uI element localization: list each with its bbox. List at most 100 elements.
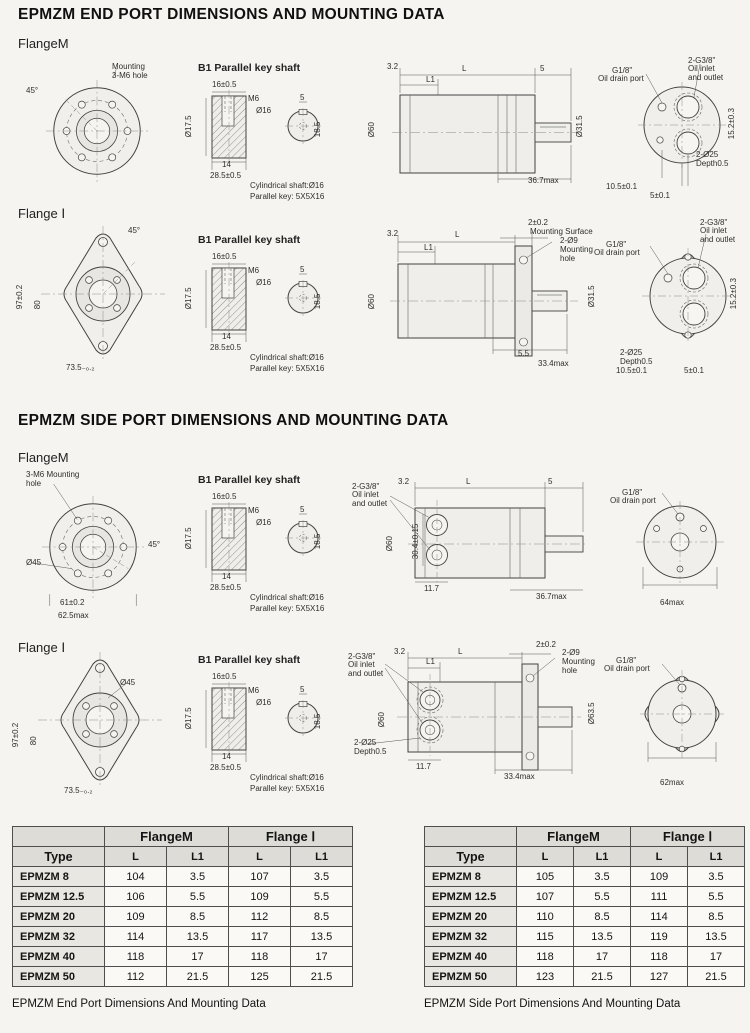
- value-cell: 109: [228, 886, 292, 907]
- value-cell: 8.5: [572, 906, 632, 927]
- dim-hub-dia: Ø17.5: [183, 527, 193, 550]
- dim-shaft-ext: 5: [540, 64, 545, 73]
- ports-label: 2-G3/8": [352, 482, 380, 491]
- ports-label: 2-G3/8": [688, 56, 716, 65]
- dim-shaft-length: 16±0.5: [212, 252, 237, 261]
- value-cell: 13.5: [165, 926, 230, 947]
- column-header-type: Type: [12, 846, 105, 867]
- dim-thread: M6: [248, 266, 260, 275]
- value-cell: 3.5: [165, 866, 230, 887]
- dim-port-spacing: 15.2±0.3: [726, 108, 736, 140]
- value-cell: 112: [104, 966, 167, 987]
- dim-roughness: 3.2: [387, 62, 399, 71]
- dim-key-height: 18.5: [312, 533, 322, 550]
- dim-max-length: 33.4max: [538, 359, 569, 368]
- group-header-flangem: FlangeM: [515, 826, 632, 847]
- dim-port-spacing: 15.2±0.3: [728, 278, 738, 310]
- dim-key-length: 14: [222, 572, 231, 581]
- dim-length-L: L: [455, 230, 460, 239]
- dim-shaft-dia: Ø16: [256, 106, 272, 115]
- column-header-l1: L1: [687, 846, 746, 867]
- shaft-drawing-title: B1 Parallel key shaft: [198, 654, 301, 666]
- dim-shaft-ext: 5: [548, 477, 553, 486]
- dim-key-length: 14: [222, 160, 231, 169]
- motor-side-view-end-m: [392, 68, 582, 183]
- dim-roughness: 3.2: [394, 647, 406, 656]
- shaft-drawing-title: B1 Parallel key shaft: [198, 62, 301, 74]
- value-cell: 110: [516, 906, 574, 927]
- table-row: EPMZM 50 112 21.5 125 21.5: [12, 966, 354, 987]
- dim-drain-offset-a: 10.5±0.1: [616, 366, 648, 375]
- value-cell: 21.5: [290, 966, 354, 987]
- shaft-note-key: Parallel key: 5X5X16: [250, 192, 325, 201]
- value-cell: 5.5: [687, 886, 746, 907]
- value-cell: 127: [630, 966, 689, 987]
- group-header-flangei: Flange Ⅰ: [630, 826, 746, 847]
- value-cell: 118: [104, 946, 167, 967]
- value-cell: 8.5: [165, 906, 230, 927]
- ports-label: 2-G3/8": [348, 652, 376, 661]
- value-cell: 17: [572, 946, 632, 967]
- dim-shaft-length: 16±0.5: [212, 492, 237, 501]
- type-cell: EPMZM 40: [424, 946, 517, 967]
- dim-key-width: 5: [300, 93, 305, 102]
- value-cell: 115: [516, 926, 574, 947]
- value-cell: 112: [228, 906, 292, 927]
- type-cell: EPMZM 50: [12, 966, 105, 987]
- value-cell: 114: [104, 926, 167, 947]
- value-cell: 3.5: [290, 866, 354, 887]
- value-cell: 107: [228, 866, 292, 887]
- column-header-type: Type: [424, 846, 517, 867]
- ports-note: Oil inlet and outlet: [348, 660, 384, 679]
- column-header-l: L: [104, 846, 167, 867]
- dim-length-L1: L1: [426, 75, 435, 84]
- value-cell: 3.5: [572, 866, 632, 887]
- dim-thread: M6: [248, 686, 260, 695]
- dim-output-shaft-dia: Ø31.5: [574, 115, 584, 138]
- dim-drain-max: 62max: [660, 778, 685, 787]
- dim-key-height: 18.5: [312, 293, 322, 310]
- dim-length-L1: L1: [426, 657, 435, 666]
- dim-hub-dia: Ø17.5: [183, 287, 193, 310]
- shaft-section-drawing: [205, 90, 321, 170]
- value-cell: 119: [630, 926, 689, 947]
- dim-length-L1: L1: [424, 243, 433, 252]
- dim-mount-gap: 2±0.2: [536, 640, 556, 649]
- dim-drain-offset-b: 5±0.1: [650, 191, 670, 200]
- dim-mount-gap: 2±0.2: [528, 218, 548, 227]
- value-cell: 117: [228, 926, 292, 947]
- dim-roughness: 3.2: [398, 477, 410, 486]
- dim-roughness: 3.2: [387, 229, 399, 238]
- corner-cell: [424, 826, 517, 847]
- flange-i-face-drawing: [41, 226, 165, 362]
- end-table-caption: EPMZM End Port Dimensions And Mounting D…: [12, 998, 266, 1010]
- table-row: EPMZM 8 105 3.5 109 3.5: [424, 866, 746, 887]
- dim-drain-offset-a: 10.5±0.1: [606, 182, 638, 191]
- value-cell: 13.5: [572, 926, 632, 947]
- dim-output-shaft-dia: Ø31.5: [586, 285, 596, 308]
- mounting-holes-note: 3-M6 Mounting hole: [26, 470, 80, 489]
- flange-m-face-drawing: [45, 68, 149, 183]
- value-cell: 5.5: [165, 886, 230, 907]
- shaft-section-drawing: [205, 262, 321, 342]
- side-port-table: FlangeM Flange Ⅰ Type L L1 L L1 EPMZM 8 …: [424, 826, 746, 987]
- type-cell: EPMZM 20: [424, 906, 517, 927]
- dim-shaft-dia: Ø16: [256, 698, 272, 707]
- column-header-l: L: [630, 846, 689, 867]
- value-cell: 125: [228, 966, 292, 987]
- value-cell: 104: [104, 866, 167, 887]
- value-cell: 114: [630, 906, 689, 927]
- value-cell: 21.5: [572, 966, 632, 987]
- shaft-note-key: Parallel key: 5X5X16: [250, 604, 325, 613]
- dim-length-L: L: [462, 64, 467, 73]
- group-header-flangei: Flange Ⅰ: [228, 826, 354, 847]
- dim-body-dia: Ø60: [384, 536, 394, 552]
- drain-end-view-side-i: [640, 663, 724, 762]
- motor-top-view-side-m: [389, 482, 588, 591]
- drain-label: G1/8": [612, 66, 633, 75]
- drain-label: G1/8": [622, 488, 643, 497]
- shaft-note-cylindrical: Cylindrical shaft:Ø16: [250, 353, 324, 362]
- flange-m-face-drawing: [32, 484, 145, 606]
- dim-length-L: L: [458, 647, 463, 656]
- dim-flange-height: 97±0.2: [14, 284, 24, 310]
